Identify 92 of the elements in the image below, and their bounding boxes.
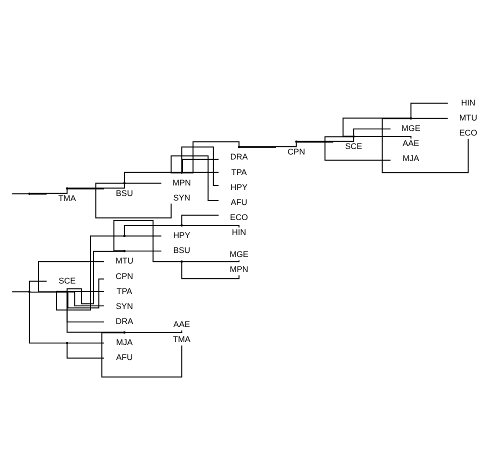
connector [113, 220, 182, 262]
connector [353, 128, 392, 136]
node-text: TMA [58, 192, 76, 203]
connector [411, 117, 448, 118]
node-text: DRA [116, 316, 134, 326]
connector [95, 182, 172, 218]
connector [296, 141, 334, 142]
connector [342, 117, 410, 136]
node-text: DRA [230, 151, 248, 162]
connector [181, 262, 240, 279]
connector [324, 136, 392, 160]
node-text: TMA [172, 334, 190, 344]
node-text: MJA [402, 152, 420, 163]
node-text: AFU [230, 196, 248, 206]
node-point [28, 290, 31, 292]
connector [30, 291, 67, 292]
connector [124, 224, 182, 236]
node-text: MPN [230, 264, 248, 274]
connector [30, 188, 68, 194]
connector [182, 259, 240, 262]
node-point [28, 192, 31, 194]
node-text: SYN [173, 192, 190, 202]
node-text: TPA [231, 166, 247, 176]
node-text: CPN [288, 146, 306, 156]
connector [28, 280, 48, 291]
connector [410, 102, 448, 118]
connector [181, 214, 220, 224]
node-text: BSU [173, 244, 190, 255]
node-text: CPN [116, 270, 134, 280]
node-point [123, 234, 126, 237]
connector [12, 192, 29, 194]
connector [124, 235, 162, 236]
connector [354, 135, 412, 139]
node-point [66, 186, 68, 190]
node-text: MGE [401, 122, 420, 133]
connector [382, 118, 469, 173]
connector [182, 140, 240, 173]
connector [67, 183, 125, 188]
node-point [123, 330, 126, 334]
connector [124, 329, 182, 332]
node-point [180, 170, 183, 174]
connector [182, 171, 220, 172]
connector [12, 290, 29, 292]
connector [68, 291, 104, 306]
node-text: HPY [230, 181, 248, 192]
node-point [295, 140, 298, 142]
node-text: HPY [173, 230, 190, 240]
node-point [180, 260, 183, 262]
connector [124, 171, 182, 182]
node-point [352, 134, 355, 138]
node-text: SCE [345, 140, 362, 151]
connector [67, 278, 104, 308]
node-text: ECO [230, 212, 248, 222]
connector [66, 343, 105, 358]
connector [170, 154, 220, 201]
node-text: AAE [402, 138, 420, 148]
node-point [238, 145, 240, 148]
node-text: MGE [230, 248, 248, 258]
node-point [123, 182, 126, 184]
connector [124, 250, 162, 252]
connector [66, 292, 124, 332]
connector [101, 332, 182, 377]
node-point [66, 341, 68, 344]
node-text: AFU [116, 352, 133, 362]
connector [239, 142, 297, 147]
node-text: MPN [172, 176, 191, 187]
node-text: HIN [232, 226, 246, 237]
node-text: MTU [459, 112, 478, 122]
node-text: AAE [173, 318, 190, 329]
connector [296, 136, 354, 142]
node-point [410, 116, 412, 120]
connector [239, 146, 276, 148]
connector [68, 342, 104, 344]
node-point [180, 224, 183, 226]
node-text: MJA [116, 336, 133, 347]
node-point [66, 290, 68, 292]
connector [67, 188, 104, 189]
node-text: MTU [115, 255, 134, 266]
connector [67, 290, 104, 292]
node-text: TPA [116, 285, 132, 296]
node-text: SYN [116, 300, 133, 310]
connector [56, 235, 124, 310]
connector [30, 193, 48, 194]
node-text: BSU [116, 187, 133, 198]
node-text: HIN [461, 96, 476, 107]
connector [28, 292, 67, 344]
node-text: ECO [459, 127, 478, 138]
connector [66, 292, 105, 322]
node-point [123, 249, 126, 252]
connector [182, 224, 240, 228]
connector [124, 182, 162, 184]
node-text: SCE [58, 274, 76, 285]
